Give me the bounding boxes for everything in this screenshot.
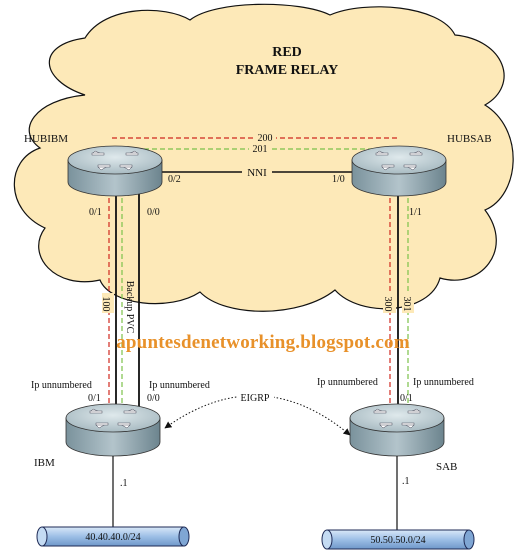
sab-ip-right: Ip unnumbered xyxy=(413,377,474,388)
router-hubsab xyxy=(351,145,447,197)
ibm-host-addr: .1 xyxy=(120,478,128,489)
ibm-port-0-1: 0/1 xyxy=(88,393,101,404)
router-arrows-icon xyxy=(91,150,139,171)
network-50-segment xyxy=(321,529,475,550)
backup-pvc-label: Backup PVC xyxy=(124,281,135,334)
ibm-ip-left: Ip unnumbered xyxy=(31,380,92,391)
ibm-port-0-0: 0/0 xyxy=(147,393,160,404)
hubsab-name: HUBSAB xyxy=(447,133,492,145)
router-arrows-icon xyxy=(89,408,137,429)
sab-name: SAB xyxy=(436,461,457,473)
router-hubibm xyxy=(67,145,163,197)
network-40-segment xyxy=(36,526,190,547)
hubsab-port-1-0: 1/0 xyxy=(332,174,345,185)
ibm-name: IBM xyxy=(34,457,55,469)
sab-ip-left: Ip unnumbered xyxy=(317,377,378,388)
nni-label: NNI xyxy=(247,167,267,179)
dlci-201-label: 201 xyxy=(253,144,268,155)
eigrp-label: EIGRP xyxy=(241,393,270,404)
dlci-200-label: 200 xyxy=(258,133,273,144)
sab-port-0-1: 0/1 xyxy=(400,393,413,404)
hubibm-port-0-2: 0/2 xyxy=(168,174,181,185)
router-arrows-icon xyxy=(373,408,421,429)
router-arrows-icon xyxy=(375,150,423,171)
cloud-title-line2: FRAME RELAY xyxy=(236,63,339,78)
watermark-text: apuntesdenetworking.blogspot.com xyxy=(116,332,410,353)
hubsab-port-1-1: 1/1 xyxy=(409,207,422,218)
router-sab xyxy=(349,403,445,457)
cloud-title-line1: RED xyxy=(272,45,302,60)
dlci-100-label: 100 xyxy=(100,297,111,312)
hubibm-name: HUBIBM xyxy=(24,133,68,145)
router-ibm xyxy=(65,403,161,457)
dlci-301-label: 301 xyxy=(401,297,412,312)
network-50-label: 50.50.50.0/24 xyxy=(370,535,425,546)
hubibm-port-0-1: 0/1 xyxy=(89,207,102,218)
ibm-ip-right: Ip unnumbered xyxy=(149,380,210,391)
sab-host-addr: .1 xyxy=(402,476,410,487)
hubibm-port-0-0: 0/0 xyxy=(147,207,160,218)
dlci-300-label: 300 xyxy=(382,297,393,312)
network-40-label: 40.40.40.0/24 xyxy=(85,532,140,543)
